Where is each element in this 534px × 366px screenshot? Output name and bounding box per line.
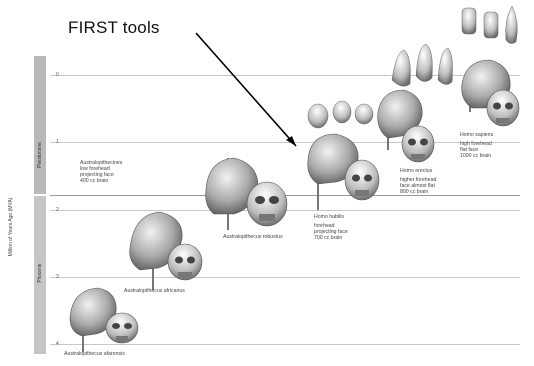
africanus-label: Australopithecus africanus — [124, 288, 185, 294]
erectus-caption: Homo erectus higher forehead face almost… — [400, 168, 436, 195]
erectus-name: Homo erectus — [400, 168, 436, 174]
sapiens-blade-tools-icon — [462, 6, 517, 44]
sapiens-skull-front-icon — [487, 90, 519, 126]
habilis-skull-front-icon — [345, 160, 379, 200]
habilis-name: Homo habilis — [314, 214, 348, 220]
robustus-skull-front-icon — [247, 182, 287, 226]
erectus-handaxe-tools-icon — [392, 44, 453, 86]
first-tools-annotation: FIRST tools — [68, 18, 160, 38]
habilis-stone-tools-icon — [308, 101, 373, 128]
habilis-desc-3: 700 cc brain — [314, 235, 348, 241]
habilis-caption: Homo habilis forehead projecting face 70… — [314, 214, 348, 241]
sapiens-caption: Homo sapiens high forehead flat face 100… — [460, 132, 493, 159]
robustus-label: Australopithecus robustus — [223, 234, 283, 240]
sapiens-name: Homo sapiens — [460, 132, 493, 138]
erectus-desc-3: 800 cc brain — [400, 189, 436, 195]
erectus-skull-front-icon — [402, 126, 434, 162]
afarensis-skull-front-icon — [106, 313, 138, 343]
afarensis-label: Australopithecus afarensis — [64, 351, 125, 357]
sapiens-desc-3: 1000 cc brain — [460, 153, 493, 159]
australopithecines-desc-3: 400 cc brain — [80, 178, 122, 184]
australopithecines-caption: Australopithecines low forehead projecti… — [80, 160, 122, 184]
africanus-skull-front-icon — [168, 244, 202, 280]
annotation-arrow-icon — [196, 33, 296, 146]
